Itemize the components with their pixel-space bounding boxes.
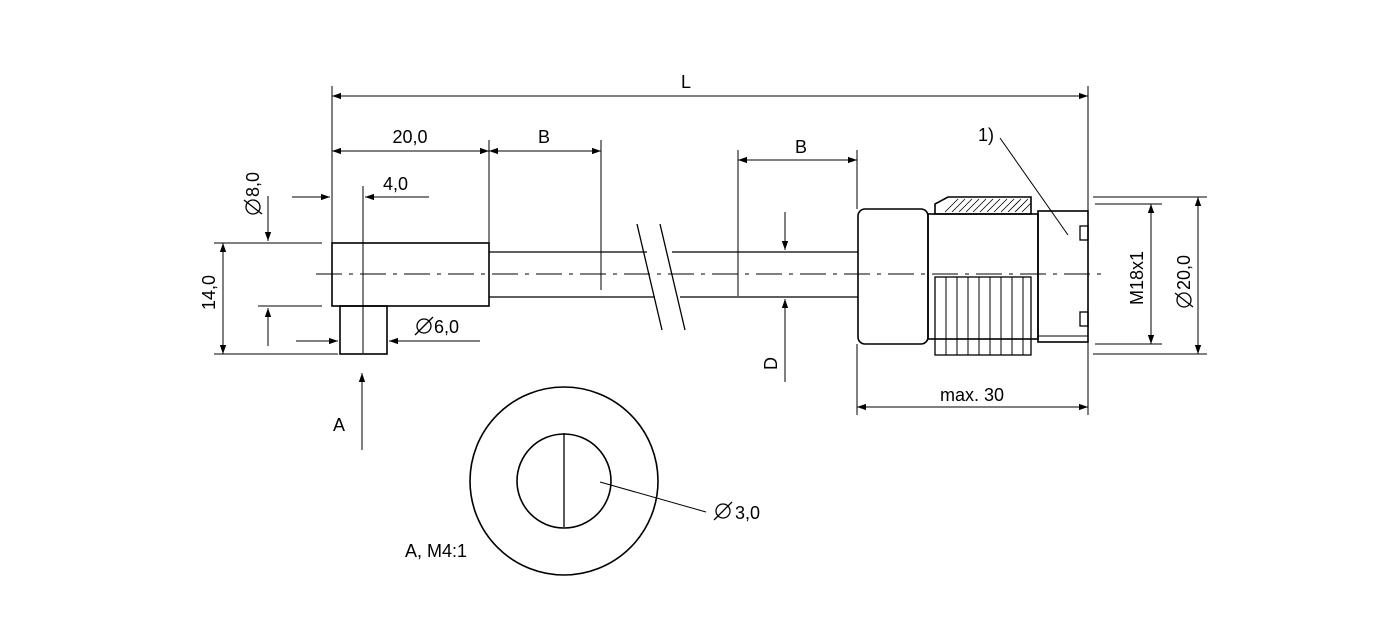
dim-slot-offset: 4,0: [292, 174, 429, 353]
knurling: [945, 277, 1024, 355]
note-marker: 1): [978, 125, 994, 145]
dim-label-slot-offset: 4,0: [383, 174, 408, 194]
detail-view-a: 3,0 A, M4:1: [405, 386, 760, 576]
dim-label-tip-hole-diameter: 3,0: [735, 503, 760, 523]
connector: [857, 196, 1089, 356]
dim-body-height: 14,0: [199, 242, 338, 355]
cable: [489, 223, 858, 331]
dim-cable-segment-left: B: [489, 127, 602, 290]
dim-cable-segment-right: B: [737, 137, 858, 296]
dim-tip-diameter: 6,0: [296, 316, 480, 345]
view-arrow-label: A: [333, 415, 345, 435]
dim-connector-length: max. 30: [856, 344, 1088, 415]
dim-overall-length: L: [331, 72, 1089, 415]
dim-label-connector-diameter: 20,0: [1174, 255, 1194, 290]
dim-connector-thread: M18x1: [1095, 203, 1162, 345]
dim-label-connector-length: max. 30: [940, 385, 1004, 405]
dim-label-body-diameter: 8,0: [243, 172, 263, 197]
detail-view-label: A, M4:1: [405, 541, 467, 561]
dim-body-length: 20,0: [332, 127, 490, 243]
dim-label-cable-segment-right: B: [795, 137, 807, 157]
dim-label-body-height: 14,0: [199, 275, 219, 310]
nut-hatching: [944, 198, 1032, 213]
dim-label-tip-diameter: 6,0: [434, 317, 459, 337]
dim-connector-diameter: 20,0: [1093, 196, 1207, 355]
dim-body-diameter: 8,0: [243, 172, 322, 346]
dim-label-cable-segment-left: B: [538, 127, 550, 147]
dim-label-body-length: 20,0: [392, 127, 427, 147]
dim-label-connector-thread: M18x1: [1127, 251, 1147, 305]
note-leader: 1): [978, 125, 1069, 236]
dim-cable-diameter: D: [761, 212, 789, 382]
view-arrow-a: A: [333, 373, 366, 450]
sensor-body: [331, 242, 490, 355]
dim-label-cable-diameter: D: [761, 357, 781, 370]
dim-label-overall-length: L: [681, 72, 691, 92]
